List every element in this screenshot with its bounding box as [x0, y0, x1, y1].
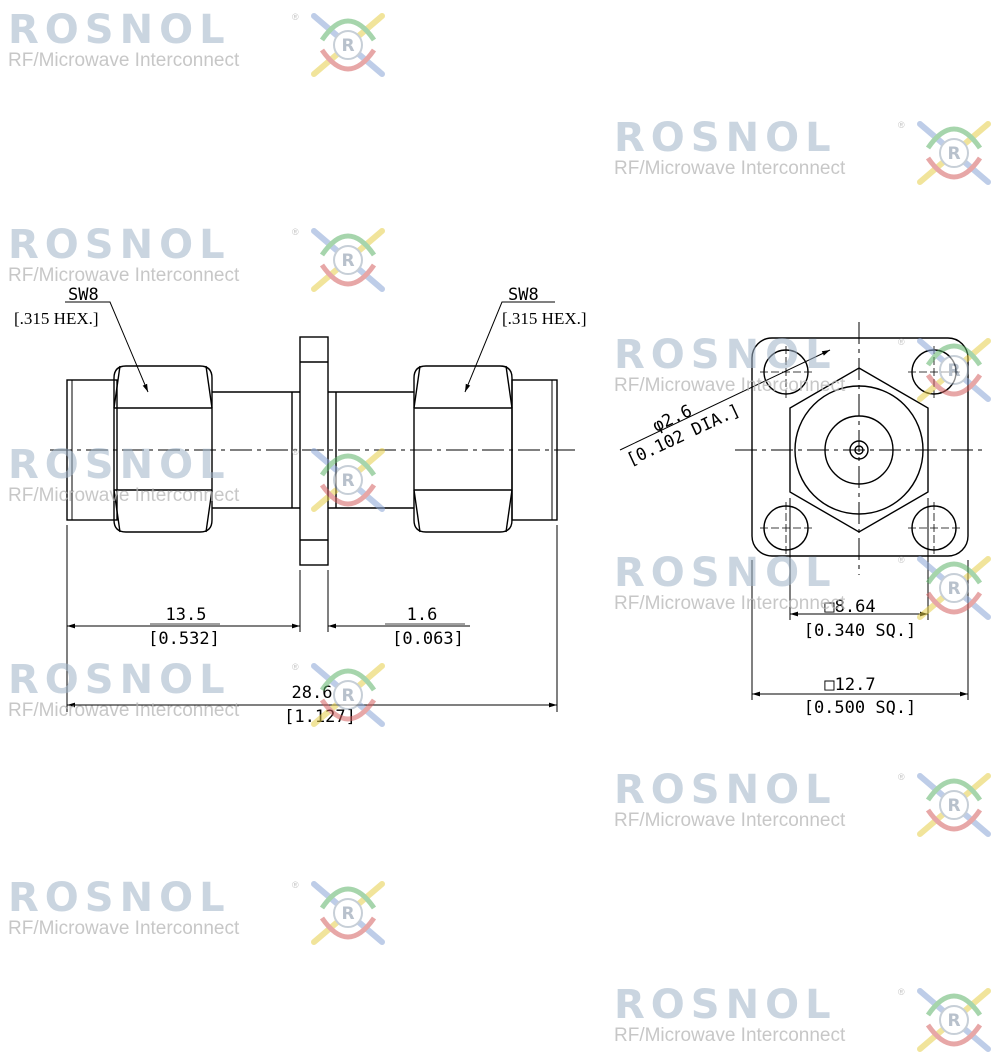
watermark-logo-icon: R	[311, 228, 385, 292]
watermark-registered-mark: ®	[292, 227, 299, 237]
watermark-logo-icon: R	[311, 13, 385, 77]
watermark: ROSNOL ® RF/Microwave Interconnect R	[614, 553, 994, 623]
watermark-logo-letter: R	[341, 686, 354, 706]
pin-circle-inner	[854, 445, 864, 455]
watermark-logo-icon: R	[917, 338, 991, 402]
square-8-64-mm: □8.64	[824, 597, 875, 617]
square-12-7-mm: □12.7	[824, 675, 875, 695]
watermark-brand: ROSNOL	[8, 442, 231, 488]
extension-lines	[66, 525, 558, 712]
mounting-flange	[299, 336, 329, 566]
watermark-tagline: RF/Microwave Interconnect	[8, 265, 240, 286]
watermark-logo-letter: R	[947, 796, 960, 816]
left-hex-size-in: [.315 HEX.]	[14, 309, 99, 328]
watermark-registered-mark: ®	[292, 447, 299, 457]
watermark-logo-letter: R	[341, 251, 354, 271]
watermark-logo-letter: R	[947, 144, 960, 164]
watermark-registered-mark: ®	[292, 12, 299, 22]
watermark-tagline: RF/Microwave Interconnect	[8, 918, 240, 939]
watermark-brand: ROSNOL	[614, 332, 837, 378]
dim-13-5-in: [0.532]	[148, 629, 220, 649]
watermark-logo-icon: R	[311, 448, 385, 512]
watermark-registered-mark: ®	[292, 880, 299, 890]
watermark-logo-letter: R	[947, 361, 960, 381]
watermark-logo-letter: R	[341, 904, 354, 924]
left-barrel	[212, 391, 300, 509]
watermark-logo-icon: R	[311, 881, 385, 945]
front-view	[619, 322, 985, 700]
drawing-canvas: SW8 [.315 HEX.] SW8 [.315 HEX.] 13.5 [0.…	[8, 10, 994, 1052]
watermark-brand: ROSNOL	[614, 767, 837, 813]
watermark-logo-letter: R	[341, 36, 354, 56]
outer-body-circle	[794, 385, 924, 515]
dim-1-6-mm: 1.6	[407, 605, 438, 625]
left-hex-nut	[113, 365, 213, 533]
side-view	[50, 301, 575, 712]
watermark-tagline: RF/Microwave Interconnect	[8, 50, 240, 71]
hole-leader	[619, 349, 831, 451]
watermark: ROSNOL ® RF/Microwave Interconnect R	[614, 985, 994, 1055]
dim-1-6-in: [0.063]	[392, 629, 464, 649]
watermark-brand: ROSNOL	[8, 657, 231, 703]
watermark-registered-mark: ®	[898, 772, 905, 782]
watermark: ROSNOL ® RF/Microwave Interconnect R	[8, 878, 388, 948]
watermark-brand: ROSNOL	[614, 115, 837, 161]
watermark-tagline: RF/Microwave Interconnect	[614, 593, 846, 614]
watermark: ROSNOL ® RF/Microwave Interconnect R	[614, 118, 994, 188]
square-12-7-in: [0.500 SQ.]	[804, 698, 917, 718]
right-hex-leader	[464, 301, 555, 393]
watermark: ROSNOL ® RF/Microwave Interconnect R	[614, 335, 994, 405]
watermark-tagline: RF/Microwave Interconnect	[614, 158, 846, 179]
watermark-tagline: RF/Microwave Interconnect	[614, 810, 846, 831]
left-hex-size: SW8	[68, 285, 99, 305]
watermark: ROSNOL ® RF/Microwave Interconnect R	[8, 660, 388, 730]
dim-13-5-mm: 13.5	[166, 605, 207, 625]
watermark-brand: ROSNOL	[8, 875, 231, 921]
watermark-registered-mark: ®	[292, 662, 299, 672]
watermark-logo-letter: R	[341, 471, 354, 491]
watermark: ROSNOL ® RF/Microwave Interconnect R	[614, 770, 994, 840]
dielectric-circle	[824, 415, 894, 485]
pin-circle-outer	[849, 440, 869, 460]
watermark-tagline: RF/Microwave Interconnect	[614, 1025, 846, 1046]
technical-drawing: SW8 [.315 HEX.] SW8 [.315 HEX.] 13.5 [0.…	[14, 285, 985, 727]
right-hex-nut	[413, 365, 513, 533]
watermark-registered-mark: ®	[898, 337, 905, 347]
watermark-tagline: RF/Microwave Interconnect	[8, 485, 240, 506]
watermark-logo-icon: R	[917, 121, 991, 185]
left-hex-leader	[65, 301, 149, 393]
watermark-logo-icon: R	[917, 988, 991, 1052]
watermark-registered-mark: ®	[898, 555, 905, 565]
watermark-tagline: RF/Microwave Interconnect	[614, 375, 846, 396]
watermark-logo-icon: R	[917, 556, 991, 620]
watermark: ROSNOL ® RF/Microwave Interconnect R	[8, 225, 388, 295]
right-hex-size-in: [.315 HEX.]	[502, 309, 587, 328]
watermark-logo-icon: R	[917, 773, 991, 837]
right-plug-body	[511, 379, 558, 521]
flange-square	[751, 337, 969, 557]
watermark-registered-mark: ®	[898, 120, 905, 130]
watermark-logo-letter: R	[947, 579, 960, 599]
front-hex	[789, 367, 929, 533]
watermark-brand: ROSNOL	[8, 222, 231, 268]
watermark-registered-mark: ®	[898, 987, 905, 997]
watermark-logo-icon: R	[311, 663, 385, 727]
square-8-64-in: [0.340 SQ.]	[804, 621, 917, 641]
watermark-logo-letter: R	[947, 1011, 960, 1031]
watermark-brand: ROSNOL	[8, 7, 231, 53]
watermark: ROSNOL ® RF/Microwave Interconnect R	[8, 10, 388, 80]
watermark-brand: ROSNOL	[614, 550, 837, 596]
watermark: ROSNOL ® RF/Microwave Interconnect R	[8, 445, 388, 515]
left-plug-body	[66, 379, 118, 521]
right-hex-size: SW8	[508, 285, 539, 305]
watermark-tagline: RF/Microwave Interconnect	[8, 700, 240, 721]
watermark-brand: ROSNOL	[614, 982, 837, 1028]
